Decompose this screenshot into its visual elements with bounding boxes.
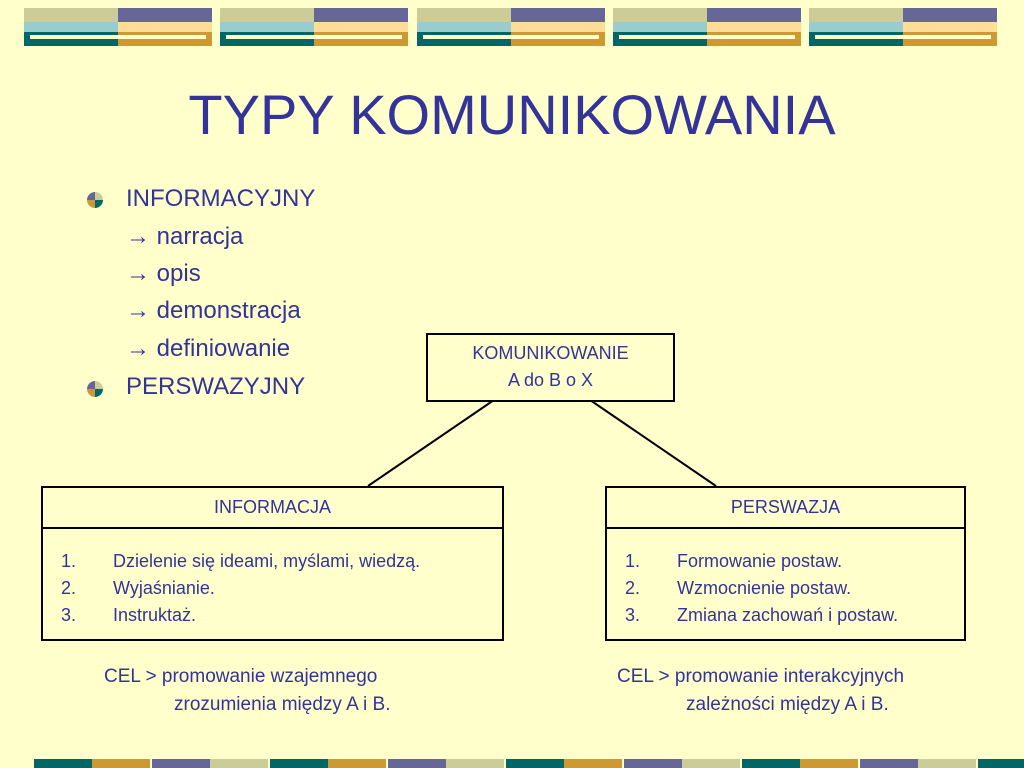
bottom-decoration [0, 759, 1024, 768]
decor-segment [270, 759, 328, 768]
bullet-informacyjny: INFORMACYJNY [126, 185, 316, 212]
decor-segment [446, 759, 504, 768]
decor-tile [417, 8, 605, 46]
perswazja-goal-line2: zależności między A i B. [686, 694, 889, 715]
root-box: KOMUNIKOWANIE A do B o X [426, 333, 675, 402]
decor-segment [978, 759, 1024, 768]
decor-segment [210, 759, 268, 768]
decor-tile [613, 8, 801, 46]
decor-segment [800, 759, 858, 768]
informacja-goal-line2: zrozumienia między A i B. [174, 694, 391, 715]
bullet-perswazyjny: PERSWAZYJNY [126, 373, 306, 400]
decor-segment [682, 759, 740, 768]
sub-item-demonstracja: → demonstracja [126, 297, 301, 324]
sub-item-opis: → opis [126, 260, 201, 287]
sub-item-definiowanie: → definiowanie [126, 335, 291, 362]
decor-segment [860, 759, 918, 768]
perswazja-goal-line1: CEL > promowanie interakcyjnych [617, 666, 905, 687]
decor-segment [152, 759, 210, 768]
perswazja-box: PERSWAZJA 1.Formowanie postaw. 2.Wzmocni… [605, 486, 966, 641]
connector-right [589, 399, 717, 487]
decor-segment [92, 759, 150, 768]
decor-segment [624, 759, 682, 768]
root-box-line2: A do B o X [507, 370, 594, 390]
quartered-circle-icon [87, 381, 103, 397]
decor-segment [564, 759, 622, 768]
connector-left [367, 399, 495, 487]
decor-segment [388, 759, 446, 768]
sub-item-narracja: → narracja [126, 223, 244, 250]
decor-segment [742, 759, 800, 768]
root-box-line1: KOMUNIKOWANIE [472, 343, 629, 363]
decor-segment [328, 759, 386, 768]
decor-segment [918, 759, 976, 768]
informacja-box: INFORMACJA 1.Dzielenie się ideami, myśla… [41, 486, 504, 641]
quartered-circle-icon [87, 192, 103, 208]
decor-tile [24, 8, 212, 46]
informacja-goal-line1: CEL > promowanie wzajemnego [104, 666, 378, 687]
slide-title: TYPY KOMUNIKOWANIA [188, 83, 836, 146]
decor-tile [809, 8, 997, 46]
decor-tile [220, 8, 408, 46]
informacja-header: INFORMACJA [43, 488, 502, 529]
perswazja-header: PERSWAZJA [607, 488, 964, 529]
decor-segment [34, 759, 92, 768]
decor-segment [506, 759, 564, 768]
